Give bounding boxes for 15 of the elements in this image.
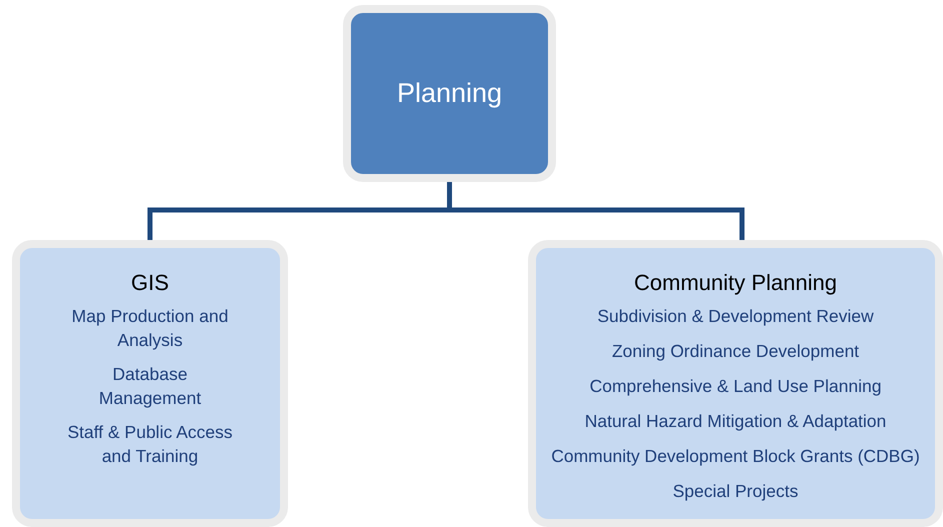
box-title: Planning (396, 78, 502, 109)
box-title: GIS (130, 270, 170, 296)
division-box (12, 240, 288, 527)
service-item: Zoning Ordinance Development (612, 340, 860, 363)
box-title: Community Planning (633, 270, 838, 296)
service-item: Comprehensive & Land Use Planning (590, 375, 882, 398)
service-item: Database Management (98, 363, 202, 410)
division-box (528, 240, 943, 527)
service-item: Staff & Public Access and Training (66, 421, 234, 468)
department-box (343, 5, 556, 182)
service-item: Map Production and Analysis (70, 305, 230, 352)
service-item: Subdivision & Development Review (597, 305, 874, 328)
service-item: Natural Hazard Mitigation & Adaptation (584, 410, 886, 433)
service-item: Special Projects (672, 480, 798, 503)
service-item: Community Development Block Grants (CDBG) (551, 445, 920, 468)
